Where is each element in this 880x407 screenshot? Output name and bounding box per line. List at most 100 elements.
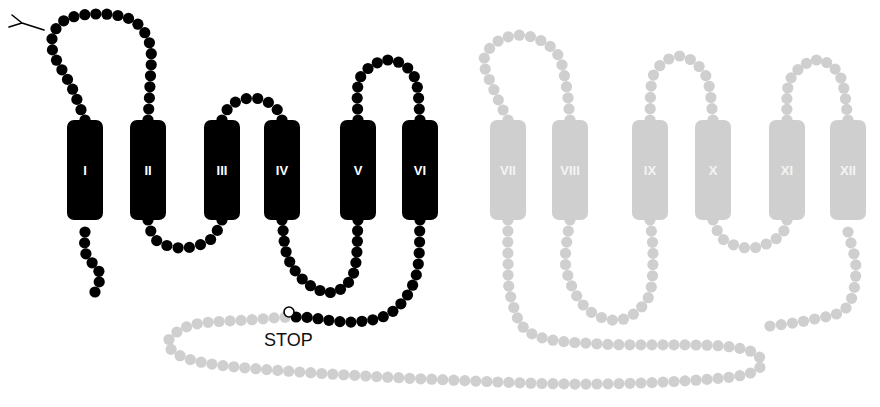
residue-bead <box>624 378 635 389</box>
residue-bead <box>562 270 573 281</box>
residue-bead <box>212 225 223 236</box>
residue-bead <box>636 301 647 312</box>
transmembrane-helix: IX <box>632 120 668 220</box>
residue-bead <box>635 377 646 388</box>
residue-bead <box>712 373 723 384</box>
residue-bead <box>493 94 504 105</box>
residue-bead <box>175 350 186 361</box>
residue-bead <box>314 285 325 296</box>
residue-bead <box>690 339 701 350</box>
residue-bead <box>712 340 723 351</box>
residue-bead <box>503 259 514 270</box>
residue-bead <box>146 59 157 70</box>
residue-bead <box>787 318 798 329</box>
residue-bead <box>849 282 860 293</box>
residue-bead <box>820 311 831 322</box>
residue-bead <box>316 368 327 379</box>
residue-bead <box>413 258 424 269</box>
residue-bead <box>514 377 525 388</box>
residue-bead <box>488 84 499 95</box>
residue-bead <box>535 35 546 46</box>
helix-number: IX <box>644 163 656 178</box>
c-terminal-tail <box>764 226 861 331</box>
residue-bead <box>144 81 155 92</box>
residue-bead <box>850 271 861 282</box>
residue-bead <box>545 41 556 52</box>
residue-bead <box>694 61 705 72</box>
residue-bead <box>79 237 90 248</box>
residue-bead <box>79 226 90 237</box>
residue-bead <box>225 315 236 326</box>
residue-bead <box>679 375 690 386</box>
residue-bead <box>690 375 701 386</box>
residue-bead <box>144 92 155 103</box>
residue-bead <box>123 13 134 24</box>
residue-bead <box>801 58 812 69</box>
stop-marker <box>284 307 294 317</box>
residue-bead <box>272 104 283 115</box>
residue-bead <box>739 242 750 253</box>
helix-number: IV <box>276 163 288 178</box>
residue-bead <box>701 340 712 351</box>
loop-chain <box>142 214 227 253</box>
residue-bead <box>645 103 656 114</box>
residue-bead <box>563 226 574 237</box>
residue-bead <box>414 236 425 247</box>
residue-bead <box>163 334 174 345</box>
residue-bead <box>831 308 842 319</box>
residue-bead <box>173 242 184 253</box>
residue-bead <box>835 72 846 83</box>
residue-bead <box>196 357 207 368</box>
residue-bead <box>46 33 57 44</box>
glycosylation-symbol <box>9 15 44 30</box>
residue-bead <box>378 311 389 322</box>
residue-bead <box>846 293 857 304</box>
residue-bead <box>728 239 739 250</box>
residue-bead <box>809 313 820 324</box>
residue-bead <box>701 374 712 385</box>
residue-bead <box>349 370 360 381</box>
transmembrane-helix: III <box>204 120 240 220</box>
residue-bead <box>228 361 239 372</box>
residue-bead <box>71 94 82 105</box>
residue-bead <box>492 376 503 387</box>
residue-bead <box>560 259 571 270</box>
residue-bead <box>569 337 580 348</box>
residue-bead <box>624 339 635 350</box>
transmembrane-helix: VI <box>402 120 438 220</box>
residue-bead <box>745 346 756 357</box>
residue-bead <box>352 93 363 104</box>
residue-bead <box>613 378 624 389</box>
residue-bead <box>68 11 79 22</box>
helix-number: I <box>83 163 87 178</box>
stop-label: STOP <box>262 330 315 350</box>
residue-bead <box>184 242 195 253</box>
residue-bead <box>580 338 591 349</box>
residue-bead <box>393 372 404 383</box>
residue-bead <box>552 49 563 60</box>
residue-bead <box>283 366 294 377</box>
residue-bead <box>635 339 646 350</box>
residue-bead <box>781 104 792 115</box>
residue-bead <box>841 104 852 115</box>
residue-bead <box>798 316 809 327</box>
loop-chain <box>163 214 765 389</box>
residue-bead <box>352 82 363 93</box>
residue-bead <box>79 9 90 20</box>
residue-bead <box>613 339 624 350</box>
transmembrane-helix: V <box>340 120 376 220</box>
residue-bead <box>484 43 495 54</box>
residue-bead <box>848 248 859 259</box>
residue-bead <box>325 287 336 298</box>
loop-chain <box>781 54 853 125</box>
residue-bead <box>560 248 571 259</box>
residue-bead <box>723 341 734 352</box>
residue-bead <box>648 70 659 81</box>
residue-bead <box>258 313 269 324</box>
residue-bead <box>484 74 495 85</box>
residue-bead <box>360 370 371 381</box>
residue-bead <box>663 53 674 64</box>
residue-bead <box>101 9 112 20</box>
residue-bead <box>505 291 516 302</box>
residue-bead <box>782 82 793 93</box>
